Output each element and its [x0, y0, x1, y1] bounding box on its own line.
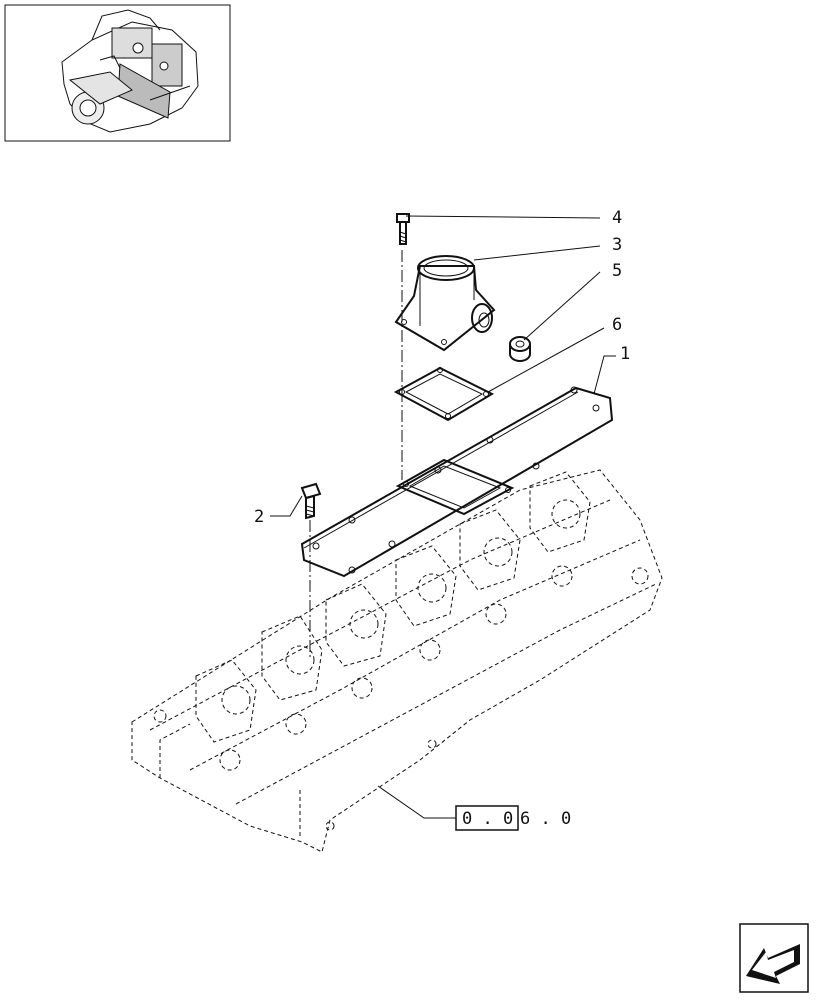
section-reference-trailing: 6 . 0	[520, 809, 571, 829]
part-5-plug	[509, 336, 531, 362]
callout-5: 5	[612, 261, 622, 281]
engine-thumbnail-icon[interactable]	[4, 4, 231, 142]
part-3-intake-elbow	[394, 255, 496, 352]
back-arrow-icon[interactable]	[739, 923, 809, 993]
part-1-plate	[300, 386, 614, 578]
cylinder-head	[131, 469, 663, 853]
section-reference[interactable]: 0 . 0 6 . 0	[455, 805, 571, 831]
part-4-bolt	[396, 213, 410, 245]
callout-3: 3	[612, 235, 622, 255]
callout-1: 1	[620, 344, 630, 364]
callout-4: 4	[612, 208, 622, 228]
part-6-gasket	[393, 366, 495, 422]
callout-6: 6	[612, 315, 622, 335]
leader-lines	[270, 215, 616, 819]
part-2-bolt	[300, 482, 322, 520]
section-reference-boxed: 0 . 0	[462, 809, 513, 829]
callout-2: 2	[254, 507, 264, 527]
